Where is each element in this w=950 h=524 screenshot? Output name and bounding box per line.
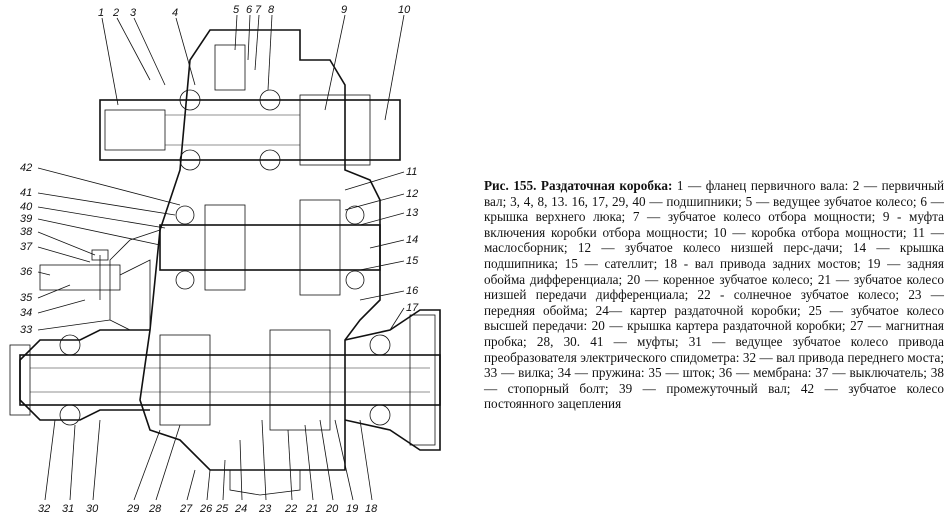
- gearbox-cross-section: 1 2 3 4 5 6 7 8 9 10 42 41 40 39 38 37 3…: [9, 4, 441, 515]
- callout-14: 14: [406, 234, 418, 246]
- callout-13: 13: [406, 207, 419, 219]
- callout-31: 31: [62, 503, 74, 515]
- callout-34: 34: [20, 307, 32, 319]
- callout-39: 39: [20, 213, 32, 225]
- callout-3: 3: [130, 7, 137, 19]
- callout-1: 1: [98, 7, 104, 19]
- callout-37: 37: [20, 241, 33, 253]
- callout-20: 20: [325, 503, 339, 515]
- callout-16: 16: [406, 285, 419, 297]
- callout-5: 5: [233, 4, 240, 16]
- callout-8: 8: [268, 4, 275, 16]
- output-shafts: [9, 314, 441, 446]
- callout-21: 21: [305, 503, 318, 515]
- callout-38: 38: [20, 226, 33, 238]
- callout-23: 23: [258, 503, 272, 515]
- callout-29: 29: [126, 503, 139, 515]
- callout-27: 27: [179, 503, 193, 515]
- callout-42: 42: [20, 162, 32, 174]
- shift-mechanism: [39, 249, 151, 330]
- callout-15: 15: [406, 255, 419, 267]
- callout-11: 11: [406, 166, 417, 178]
- callout-33: 33: [20, 324, 33, 336]
- input-shaft: [99, 44, 401, 171]
- callout-26: 26: [199, 503, 213, 515]
- callout-19: 19: [346, 503, 358, 515]
- callout-7: 7: [255, 4, 262, 16]
- callout-12: 12: [406, 188, 418, 200]
- callout-41: 41: [20, 187, 32, 199]
- gearbox-drawing: 1 2 3 4 5 6 7 8 9 10 42 41 40 39 38 37 3…: [0, 0, 475, 519]
- callout-2: 2: [112, 7, 119, 19]
- callout-9: 9: [341, 4, 347, 16]
- callout-32: 32: [38, 503, 50, 515]
- figure-caption: Рис. 155. Раздаточная коробка: 1 — флане…: [484, 178, 944, 412]
- callout-6: 6: [246, 4, 253, 16]
- callouts: 1 2 3 4 5 6 7 8 9 10 42 41 40 39 38 37 3…: [20, 4, 419, 515]
- callout-24: 24: [234, 503, 247, 515]
- callout-25: 25: [215, 503, 229, 515]
- callout-28: 28: [148, 503, 162, 515]
- caption-lead: Рис. 155. Раздаточная коробка:: [484, 178, 673, 193]
- callout-35: 35: [20, 292, 33, 304]
- caption-body: 1 — фланец первичного вала: 2 — первичны…: [484, 178, 944, 412]
- callout-17: 17: [406, 302, 419, 314]
- callout-4: 4: [172, 7, 178, 19]
- callout-22: 22: [284, 503, 297, 515]
- callout-30: 30: [86, 503, 99, 515]
- intermediate-shaft: [159, 199, 381, 296]
- callout-10: 10: [398, 4, 411, 16]
- callout-36: 36: [20, 266, 33, 278]
- callout-40: 40: [20, 201, 33, 213]
- callout-18: 18: [365, 503, 378, 515]
